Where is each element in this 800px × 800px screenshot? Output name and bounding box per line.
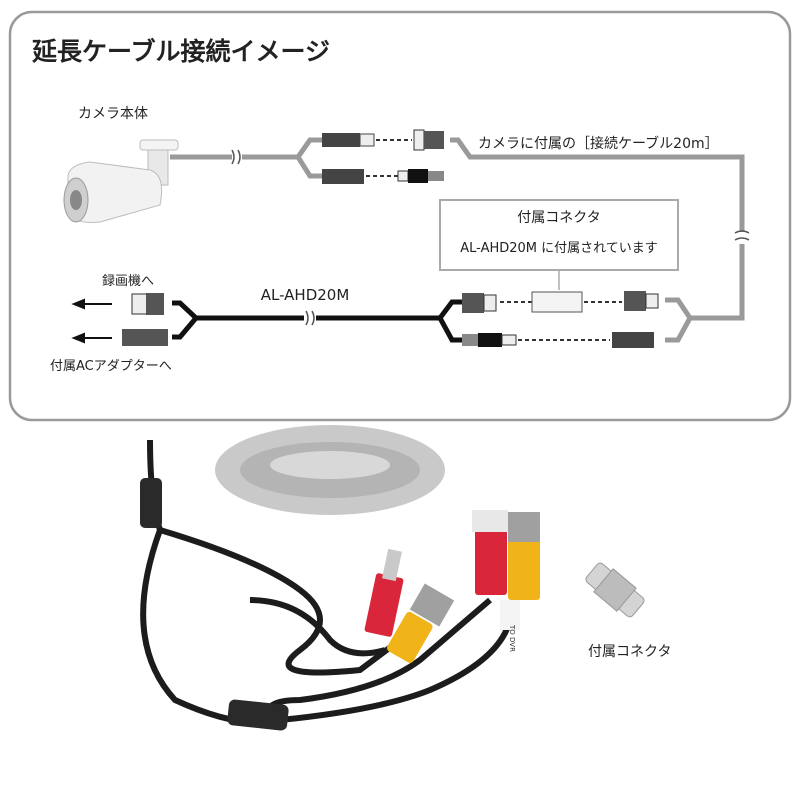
camera-icon (63, 139, 179, 223)
coupler-photo (585, 562, 645, 618)
extension-connectors (462, 291, 659, 348)
photo-connector-label: 付属コネクタ (588, 644, 671, 660)
product-cable (172, 299, 462, 343)
camera-label: カメラ本体 (78, 106, 148, 122)
cable-tag: TO DVR (508, 624, 516, 652)
camera-connectors (322, 129, 444, 184)
diagram-title: 延長ケーブル接続イメージ (31, 37, 330, 66)
connector-callout-title: 付属コネクタ (517, 210, 600, 226)
cable-photo: TO DVR (140, 425, 645, 731)
to-adapter-label: 付属ACアダプターへ (50, 359, 172, 374)
break-icon (231, 149, 750, 326)
product-cable-label: AL-AHD20M (261, 286, 350, 304)
camera-cable-label: カメラに付属の［接続ケーブル20m］ (478, 135, 719, 152)
to-recorder-label: 録画機へ (102, 274, 154, 289)
arrow-icon (71, 298, 112, 344)
recorder-connectors (122, 293, 168, 346)
connector-callout-note: AL-AHD20M に付属されています (460, 241, 658, 256)
camera-cable (170, 137, 745, 343)
